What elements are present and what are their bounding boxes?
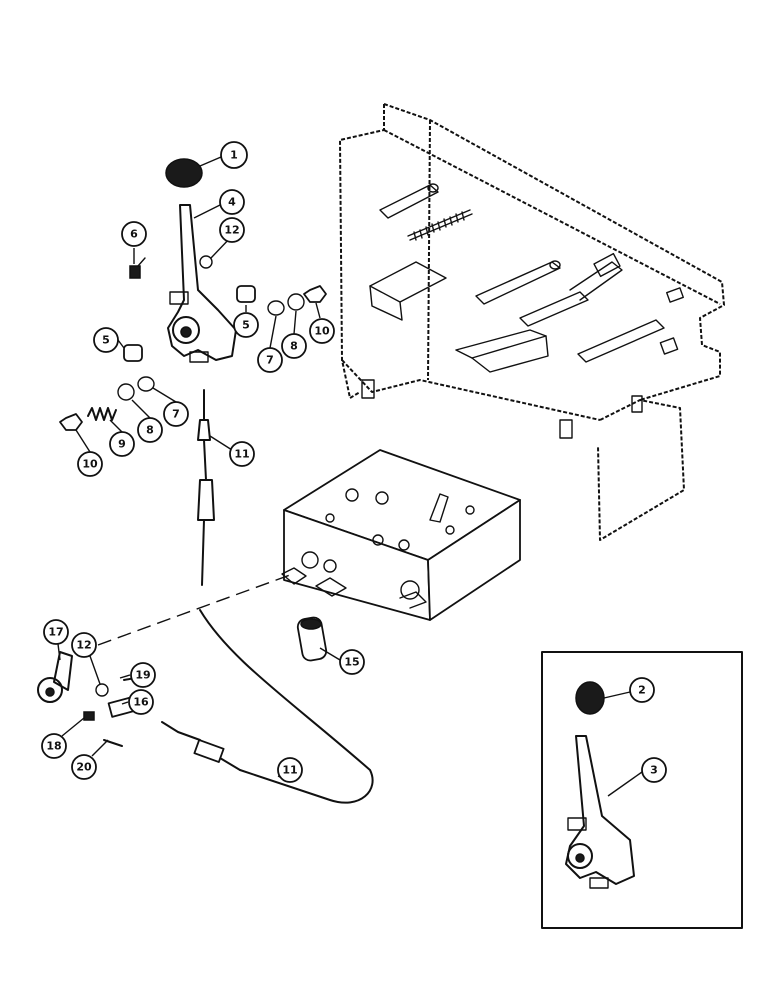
nut: [95, 683, 109, 697]
callout: 5: [233, 312, 259, 338]
callout: 7: [163, 401, 189, 427]
bolt: [83, 711, 95, 721]
callout-number: 20: [76, 761, 92, 774]
callout: 9: [109, 431, 135, 457]
callout-number: 17: [48, 626, 63, 639]
callout: 1: [220, 141, 248, 169]
panel-rod: [577, 319, 665, 363]
inset-box: [541, 651, 743, 929]
callout-number: 3: [650, 764, 658, 777]
panel-rod: [475, 260, 561, 305]
callout-number: 7: [266, 354, 274, 367]
callout-number: 1: [230, 149, 238, 162]
callout-number: 19: [135, 669, 150, 682]
control-lever: [167, 204, 237, 363]
control-cable-lower: [161, 609, 374, 804]
callout: 8: [137, 417, 163, 443]
callout: 17: [43, 619, 69, 645]
panel-bracket: [369, 261, 447, 321]
callout: 11: [277, 757, 303, 783]
callout-number: 6: [130, 228, 138, 241]
callout-number: 8: [146, 424, 154, 437]
callout: 4: [219, 189, 245, 215]
spring: [87, 407, 117, 421]
callout: 11: [229, 441, 255, 467]
mounting-panel: [339, 103, 725, 541]
callout-number: 9: [118, 438, 126, 451]
screw: [129, 257, 146, 279]
callout: 10: [77, 451, 103, 477]
callout-number: 7: [172, 408, 180, 421]
callout-number: 18: [46, 740, 61, 753]
bracket: [37, 651, 73, 703]
knob: [165, 158, 203, 188]
callout-number: 5: [242, 319, 250, 332]
callout-number: 15: [344, 656, 359, 669]
callout: 5: [93, 327, 119, 353]
callout-number: 10: [314, 325, 330, 338]
callout: 12: [71, 632, 97, 658]
panel-rod-assembly: [519, 252, 623, 327]
callout: 20: [71, 754, 97, 780]
callout: 8: [281, 333, 307, 359]
nut: [199, 255, 213, 269]
nut: [59, 285, 327, 431]
panel-threaded-rod: [407, 209, 473, 241]
callout: 18: [41, 733, 67, 759]
callout-number: 4: [228, 196, 236, 209]
callout: 15: [339, 649, 365, 675]
callout: 19: [130, 662, 156, 688]
washer: [117, 293, 305, 401]
callout: 2: [629, 677, 655, 703]
panel-rod: [379, 183, 439, 219]
callout: 10: [309, 318, 335, 344]
bushing: [236, 285, 256, 303]
panel-bracket: [455, 329, 549, 373]
valve-body: [281, 449, 521, 621]
callout-number: 16: [133, 696, 149, 709]
callout-number: 8: [290, 340, 298, 353]
panel-tab: [361, 287, 684, 439]
sleeve: [296, 616, 328, 662]
callout-number: 12: [224, 224, 239, 237]
callout-number: 2: [638, 684, 646, 697]
callout: 16: [128, 689, 154, 715]
callout: 7: [257, 347, 283, 373]
callout-number: 12: [76, 639, 91, 652]
callout: 6: [121, 221, 147, 247]
callout: 12: [219, 217, 245, 243]
callout: 3: [641, 757, 667, 783]
control-cable-upper: [197, 389, 215, 586]
bushing: [123, 344, 143, 362]
callout-number: 5: [102, 334, 110, 347]
callout-number: 11: [234, 448, 249, 461]
callout-number: 11: [282, 764, 297, 777]
callout-number: 10: [82, 458, 98, 471]
